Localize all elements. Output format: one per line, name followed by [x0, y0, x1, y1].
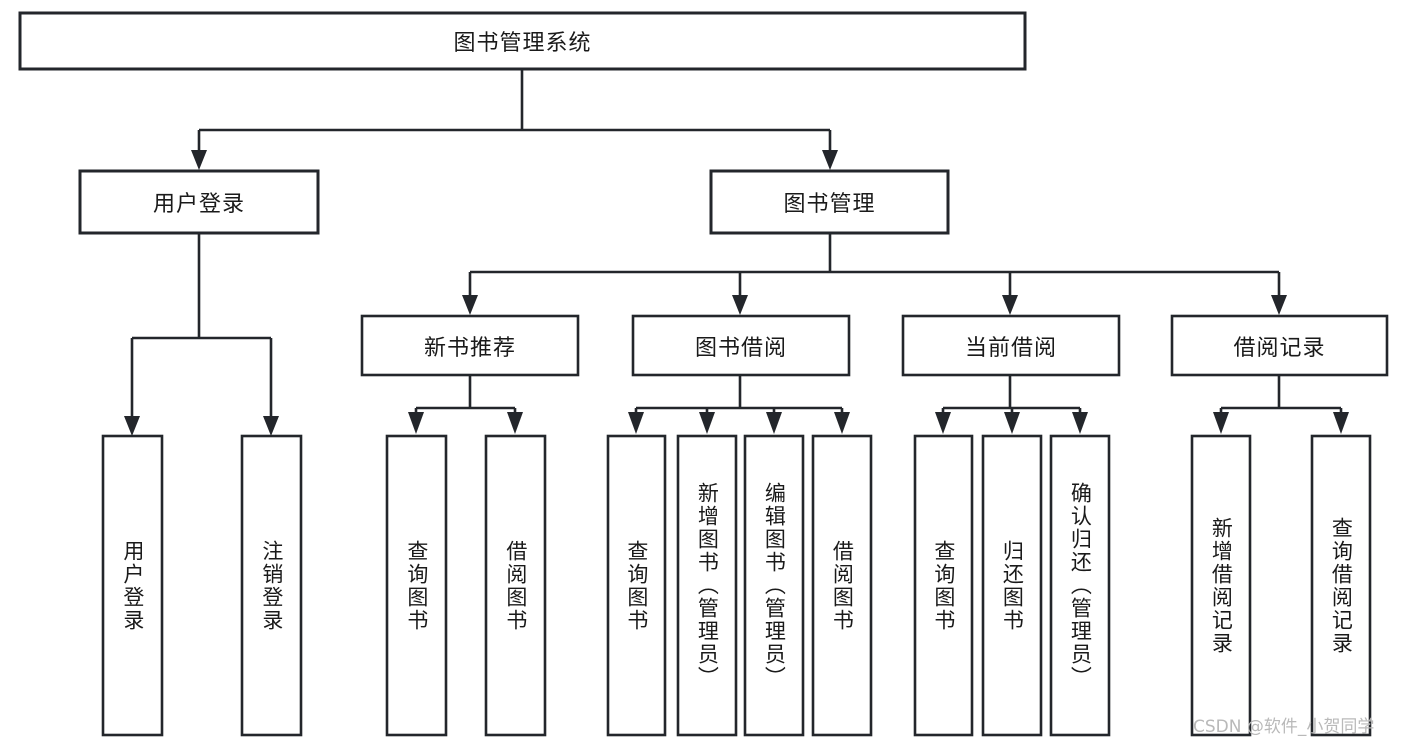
label-leaf-query-book-borrow: 查询图书	[624, 539, 649, 632]
node-leaf-query-book-borrow-box[interactable]	[606, 434, 667, 737]
label-leaf-user-logout: 注销登录	[259, 539, 284, 632]
node-root-box[interactable]	[18, 11, 1027, 71]
edge-group-new-book-rec	[408, 375, 523, 434]
edge-group-current-borrow	[935, 375, 1088, 434]
node-leaf-borrow-book-box[interactable]	[811, 434, 873, 737]
label-root: 图书管理系统	[453, 31, 592, 56]
label-leaf-query-record: 查询借阅记录	[1329, 516, 1354, 655]
label-leaf-confirm-return: 确认归还（管理员）	[1068, 482, 1093, 689]
node-leaf-query-book-cur-box[interactable]	[913, 434, 974, 737]
label-leaf-add-book: 新增图书（管理员）	[695, 482, 720, 689]
label-new-book-rec: 新书推荐	[423, 335, 516, 361]
edge-group-book-manage	[462, 233, 1287, 315]
label-leaf-borrow-book-rec: 借阅图书	[503, 539, 528, 632]
arrowhead-borrow-record	[1271, 295, 1287, 315]
arrowhead-leaf-query-book-cur	[935, 412, 951, 434]
arrowhead-current-borrow	[1002, 295, 1018, 315]
arrowhead-leaf-confirm-return	[1072, 412, 1088, 434]
node-borrow-record-box[interactable]	[1170, 314, 1389, 377]
arrowhead-leaf-add-book	[699, 412, 715, 434]
arrowhead-book-borrow	[732, 295, 748, 315]
arrowhead-user-login	[191, 150, 207, 170]
label-borrow-record: 借阅记录	[1233, 335, 1326, 361]
node-leaf-add-book-box[interactable]	[676, 434, 738, 737]
arrowhead-leaf-edit-book	[766, 412, 782, 434]
edge-group-root	[191, 69, 838, 170]
arrowhead-leaf-borrow-book-rec	[507, 412, 523, 434]
arrowhead-leaf-user-login	[124, 416, 140, 436]
node-user-login-box[interactable]	[78, 169, 320, 235]
node-leaf-return-book-box[interactable]	[981, 434, 1043, 737]
label-current-borrow: 当前借阅	[964, 335, 1057, 361]
arrowhead-leaf-user-logout	[263, 416, 279, 436]
node-book-borrow-box[interactable]	[631, 314, 851, 377]
label-book-manage: 图书管理	[783, 192, 876, 217]
label-book-borrow: 图书借阅	[694, 335, 787, 361]
node-current-borrow-box[interactable]	[901, 314, 1121, 377]
node-leaf-edit-book-box[interactable]	[743, 434, 805, 737]
arrowhead-leaf-query-book-rec	[408, 412, 424, 434]
edge-group-borrow-record	[1213, 375, 1349, 434]
arrowhead-leaf-return-book	[1004, 412, 1020, 434]
label-leaf-user-login: 用户登录	[120, 539, 145, 632]
node-leaf-query-record-box[interactable]	[1310, 434, 1372, 737]
arrowhead-leaf-add-record	[1213, 412, 1229, 434]
label-leaf-borrow-book: 借阅图书	[830, 539, 855, 632]
node-leaf-user-login-box[interactable]	[101, 434, 164, 737]
node-leaf-add-record-box[interactable]	[1190, 434, 1252, 737]
node-leaf-borrow-book-rec-box[interactable]	[484, 434, 547, 737]
label-leaf-edit-book: 编辑图书（管理员）	[762, 482, 787, 689]
edge-group-book-borrow	[628, 375, 850, 434]
arrowhead-leaf-query-book-borrow	[628, 412, 644, 434]
arrowhead-book-manage	[822, 150, 838, 170]
label-leaf-return-book: 归还图书	[1000, 539, 1025, 632]
label-user-login: 用户登录	[152, 192, 245, 217]
arrowhead-new-book-rec	[462, 295, 478, 315]
node-leaf-confirm-return-box[interactable]	[1049, 434, 1111, 737]
node-leaf-query-book-rec-box[interactable]	[385, 434, 448, 737]
node-book-manage-box[interactable]	[709, 169, 950, 235]
label-leaf-query-book-rec: 查询图书	[404, 539, 429, 632]
label-leaf-query-book-cur: 查询图书	[931, 539, 956, 632]
arrowhead-leaf-query-record	[1333, 412, 1349, 434]
node-new-book-rec-box[interactable]	[360, 314, 580, 377]
node-leaf-user-logout-box[interactable]	[240, 434, 303, 737]
arrowhead-leaf-borrow-book	[834, 412, 850, 434]
label-leaf-add-record: 新增借阅记录	[1209, 516, 1234, 655]
edge-group-user-login	[124, 233, 279, 436]
